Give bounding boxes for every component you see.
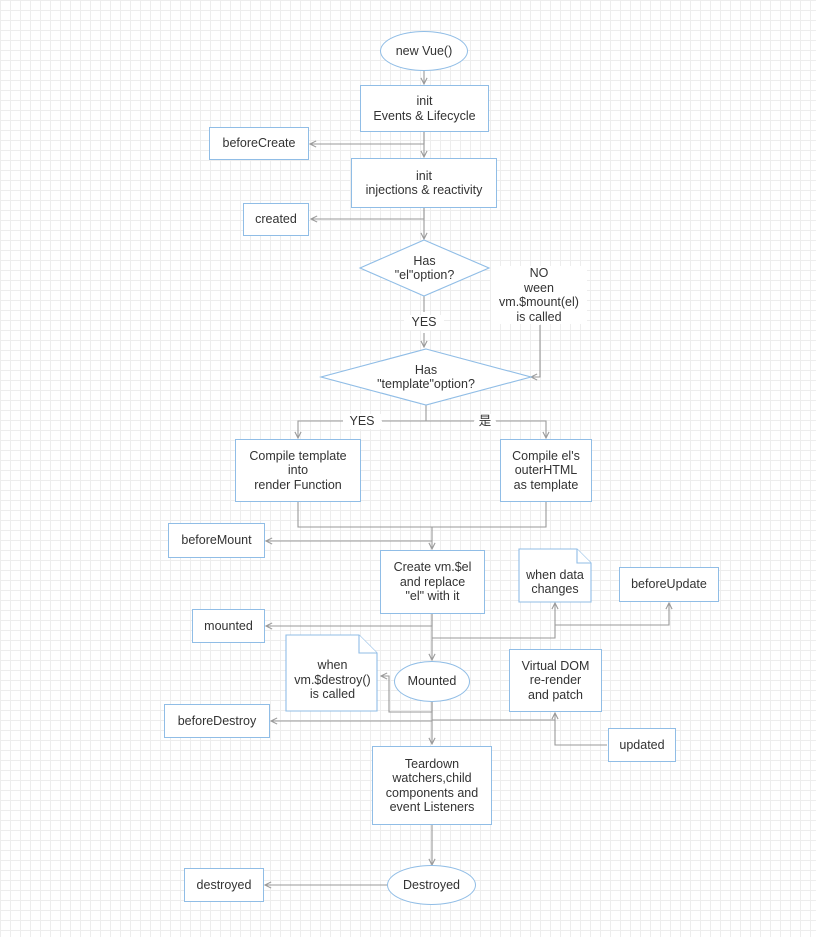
mounted-state-node: Mounted — [394, 661, 470, 702]
destroyed-hook: destroyed — [184, 868, 264, 902]
shi-label: 是 — [475, 414, 495, 429]
teardown-box: Teardown watchers,child components and e… — [372, 746, 492, 825]
new-vue-node: new Vue() — [380, 31, 468, 71]
no-condition-label: NO ween vm.$mount(el) is called — [491, 266, 587, 324]
edge-compileel-merge — [432, 502, 547, 528]
before-update-hook: beforeUpdate — [619, 567, 719, 602]
edge-shi-compileel — [496, 420, 546, 438]
data-changes-note: when data changes — [526, 567, 584, 597]
before-create-hook: beforeCreate — [209, 127, 309, 160]
edge-yes-compile — [298, 420, 344, 438]
edge-compile-merge — [297, 502, 432, 528]
compile-template-box: Compile template into render Function — [235, 439, 361, 502]
edge-no-hastemplate — [531, 325, 541, 377]
mounted-hook: mounted — [192, 609, 265, 643]
yes-label-1: YES — [404, 315, 444, 330]
compile-el-box: Compile el's outerHTML as template — [500, 439, 592, 502]
destroyed-state-node: Destroyed — [387, 865, 476, 905]
yes-label-2: YES — [343, 414, 381, 429]
updated-hook: updated — [608, 728, 676, 762]
edge-updated-virtualdom — [555, 713, 607, 746]
virtual-dom-box: Virtual DOM re-render and patch — [509, 649, 602, 712]
edge-mountedstate-datachanges — [432, 603, 555, 639]
edge-init-beforecreate — [310, 132, 425, 144]
has-el-diamond — [358, 239, 491, 297]
has-el-label: Has "el"option? — [394, 253, 455, 283]
edge-loop-beforeupdate — [555, 603, 669, 626]
edge-injections-created — [311, 208, 425, 219]
destroy-note-shape — [285, 634, 378, 712]
destroy-note: when vm.$destroy() is called — [294, 658, 371, 702]
before-mount-hook: beforeMount — [168, 523, 265, 558]
edge-template-yes — [382, 405, 427, 422]
has-template-diamond — [318, 348, 534, 406]
init-injections-box: init injections & reactivity — [351, 158, 497, 208]
edge-createel-mounted — [266, 614, 433, 626]
data-changes-note-shape — [518, 548, 592, 603]
created-hook: created — [243, 203, 309, 236]
init-events-box: init Events & Lifecycle — [360, 85, 489, 132]
has-template-label: Has "template"option? — [377, 362, 475, 392]
before-destroy-hook: beforeDestroy — [164, 704, 270, 738]
create-el-box: Create vm.$el and replace "el" with it — [380, 550, 485, 614]
